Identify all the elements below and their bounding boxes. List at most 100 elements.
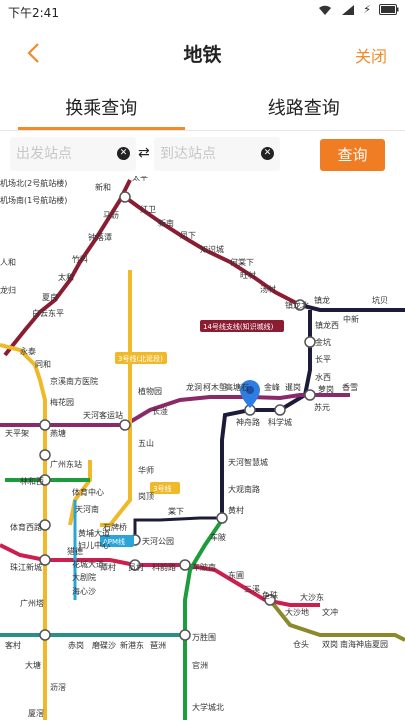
label-liede: 猎德 <box>67 546 83 556</box>
label-yantang: 燕塘 <box>50 428 66 438</box>
label-huajing: 华师 <box>138 465 154 475</box>
line3-badge: 3号线 <box>153 484 171 493</box>
tab-bar: 换乘查询 线路查询 <box>0 86 405 130</box>
label-daxuechengbei: 大学城北 <box>192 702 224 712</box>
label-guangzhouta: 广州塔 <box>20 598 44 608</box>
label-shenzhoulu: 神舟路 <box>236 417 260 427</box>
swap-icon[interactable]: ⇄ <box>138 145 150 161</box>
label-renhe: 人和 <box>0 258 16 267</box>
label-shuixi: 水西 <box>315 372 331 382</box>
label-huangcun: 黄村 <box>228 505 244 515</box>
tab-line-query[interactable]: 线路查询 <box>203 86 405 130</box>
from-station-input[interactable] <box>10 137 118 171</box>
label-tianhezhihui: 天河智慧城 <box>228 457 268 467</box>
label-yuancun: 员村 <box>128 562 144 572</box>
label-nanhaishen: 南海神庙 <box>340 639 372 649</box>
label-changban: 长湴 <box>152 406 168 416</box>
label-guanzhou: 官洲 <box>192 660 208 670</box>
label-zhongluotan: 钟落潭 <box>88 232 112 242</box>
query-button[interactable]: 查询 <box>320 139 385 171</box>
label-kengbei: 坑贝 <box>372 295 388 305</box>
status-icons: ⚡ <box>317 3 399 16</box>
clear-from-icon[interactable]: ✕ <box>117 147 130 160</box>
label-xiangxue: 香雪 <box>342 382 358 392</box>
label-shuangan: 双岗 <box>322 640 338 649</box>
label-taiping: 太平 <box>132 176 148 182</box>
label-pazhou: 琶洲 <box>150 641 166 650</box>
station-yantang[interactable] <box>40 420 50 430</box>
status-time: 下午2:41 <box>8 4 59 21</box>
label-zhangliang: 何棠下 <box>230 257 254 267</box>
to-station-input[interactable] <box>154 137 262 171</box>
tab-transfer-query[interactable]: 换乘查询 <box>0 86 203 130</box>
label-huangbei: 暹岗 <box>285 382 301 392</box>
label-fengxia: 凤下 <box>180 231 196 240</box>
label-datang: 大塘 <box>25 660 41 670</box>
charging-icon: ⚡ <box>363 3 371 16</box>
station-huangcun[interactable] <box>217 513 227 523</box>
label-malin: 马沥 <box>103 211 119 220</box>
label-zhenlong: 镇龙 <box>314 295 330 305</box>
station-kecun[interactable] <box>40 630 50 640</box>
to-station-field: ✕ <box>154 137 280 171</box>
label-hongwei: 红卫 <box>140 204 156 214</box>
station-tianhekeyunzhan[interactable] <box>120 420 130 430</box>
label-zhishidadao: 知识城 <box>200 244 224 254</box>
label-jingxi: 京溪南方医院 <box>50 376 98 386</box>
label-dajuyuan: 大剧院 <box>72 572 96 582</box>
label-xiayuan: 夏园 <box>372 640 388 649</box>
clear-to-icon[interactable]: ✕ <box>261 147 274 160</box>
station-xinhe[interactable] <box>120 192 130 202</box>
label-guangzhoudong: 广州东站 <box>50 459 82 469</box>
label-jinfeng: 金峰 <box>264 382 280 392</box>
label-donpu: 东圃 <box>228 570 244 580</box>
label-zhenlongxi: 镇龙西 <box>315 320 339 330</box>
label-luogang: 萝岗 <box>318 384 334 394</box>
close-button[interactable]: 关闭 <box>355 43 387 67</box>
status-bar: 下午2:41 ⚡ <box>0 0 405 24</box>
label-xinnan: 新南 <box>158 218 174 228</box>
label-keyunlu: 柯木塱 <box>203 382 227 392</box>
label-keyun: 科韵路 <box>152 562 176 572</box>
station-wanshengwei[interactable] <box>180 630 190 640</box>
label-xiaping: 夏良 <box>42 292 58 302</box>
label-yuzhu: 鱼珠 <box>262 590 278 600</box>
label-wushan: 五山 <box>138 438 154 448</box>
label-kecun: 客村 <box>5 640 21 650</box>
label-dashadong: 大沙东 <box>300 592 324 602</box>
label-longgui: 龙归 <box>0 285 16 295</box>
station-suyuan[interactable] <box>275 405 285 415</box>
label-taihe: 太和 <box>58 272 74 282</box>
label-xiajiao: 厦滘 <box>28 709 44 718</box>
label-mogangsha: 磨碟沙 <box>92 640 116 650</box>
label-jichangnan: 机场南(1号航站楼) <box>0 195 67 205</box>
label-kexuecheng: 科学城 <box>268 417 292 427</box>
metro-map[interactable]: 14号线支线(知识城线) 3号线(北延段) 3号线 APM线 机场北(2号航站楼… <box>0 176 405 720</box>
label-yongtai: 永泰 <box>20 346 36 356</box>
label-zhiwuyuan: 植物园 <box>138 386 162 396</box>
label-huachengdadao: 花城大道 <box>72 559 104 569</box>
line-3 <box>100 270 130 525</box>
from-station-field: ✕ <box>10 137 136 171</box>
search-row: ✕ ⇄ ✕ 查询 <box>0 131 405 176</box>
station-luogang[interactable] <box>305 390 315 400</box>
label-tangxia: 棠下 <box>168 506 184 516</box>
label-gaotang: 高塘石 <box>225 382 249 392</box>
label-chebeinan: 车陂南 <box>192 562 216 572</box>
station-guangzhoudong[interactable] <box>40 450 50 460</box>
label-jichangbei: 机场北(2号航站楼) <box>0 178 67 188</box>
label-wanshengwei: 万胜围 <box>192 632 216 642</box>
label-chebei: 车陂 <box>210 532 226 542</box>
label-lijiao: 沥滘 <box>50 683 66 692</box>
label-changping: 长平 <box>315 354 331 364</box>
label-taoping: 旺村 <box>240 270 256 280</box>
station-zhenlongxi[interactable] <box>305 337 315 347</box>
label-jinkeng: 金坑 <box>315 337 331 347</box>
label-tiyuxilu: 体育西路 <box>10 522 42 532</box>
label-baiyundongping: 白云东平 <box>32 308 64 318</box>
label-tangcun: 汤村 <box>260 284 276 294</box>
station-chebeinan[interactable] <box>180 560 190 570</box>
label-xinhe: 新和 <box>95 182 111 192</box>
metro-map-canvas[interactable]: 14号线支线(知识城线) 3号线(北延段) 3号线 APM线 机场北(2号航站楼… <box>0 176 405 720</box>
battery-icon <box>379 4 399 15</box>
